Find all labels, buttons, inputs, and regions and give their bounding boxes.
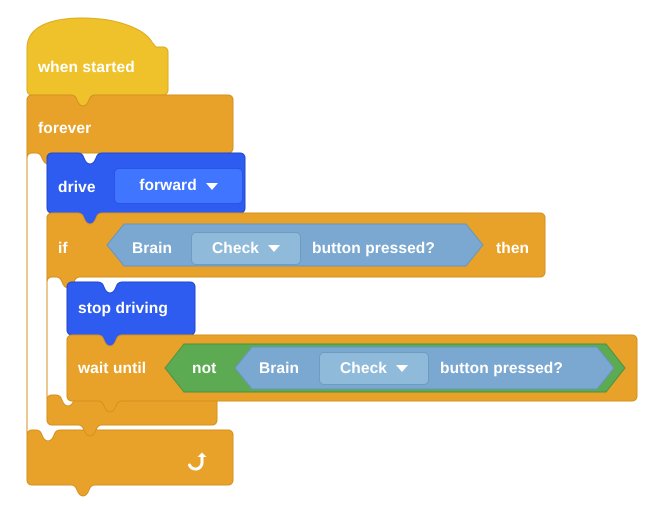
if-condition-button-value: Check: [211, 239, 260, 257]
drive-label: drive: [58, 179, 96, 197]
wait-condition-predicate-label: button pressed?: [440, 360, 563, 378]
not-operator-label: not: [192, 360, 217, 378]
if-then-block[interactable]: [46, 212, 546, 437]
chevron-down-icon: [205, 182, 218, 190]
if-label: if: [58, 240, 68, 258]
wait-condition-device-label: Brain: [259, 360, 300, 378]
wait-condition-button-dropdown[interactable]: Check: [319, 352, 429, 385]
forever-label: forever: [38, 120, 92, 138]
if-condition-button-dropdown[interactable]: Check: [191, 232, 301, 265]
wait-until-label: wait until: [78, 360, 147, 378]
drive-direction-dropdown[interactable]: forward: [114, 168, 243, 204]
chevron-down-icon: [396, 365, 409, 372]
wait-condition-button-value: Check: [339, 359, 388, 377]
stop-driving-label: stop driving: [78, 300, 168, 318]
forever-block[interactable]: [26, 94, 234, 497]
drive-direction-value: forward: [139, 177, 197, 195]
if-condition-predicate-label: button pressed?: [312, 240, 435, 258]
when-started-label: when started: [38, 59, 135, 77]
chevron-down-icon: [268, 245, 281, 252]
loop-arrow-icon: [188, 452, 207, 471]
then-label: then: [496, 240, 530, 258]
if-condition-device-label: Brain: [132, 240, 173, 258]
